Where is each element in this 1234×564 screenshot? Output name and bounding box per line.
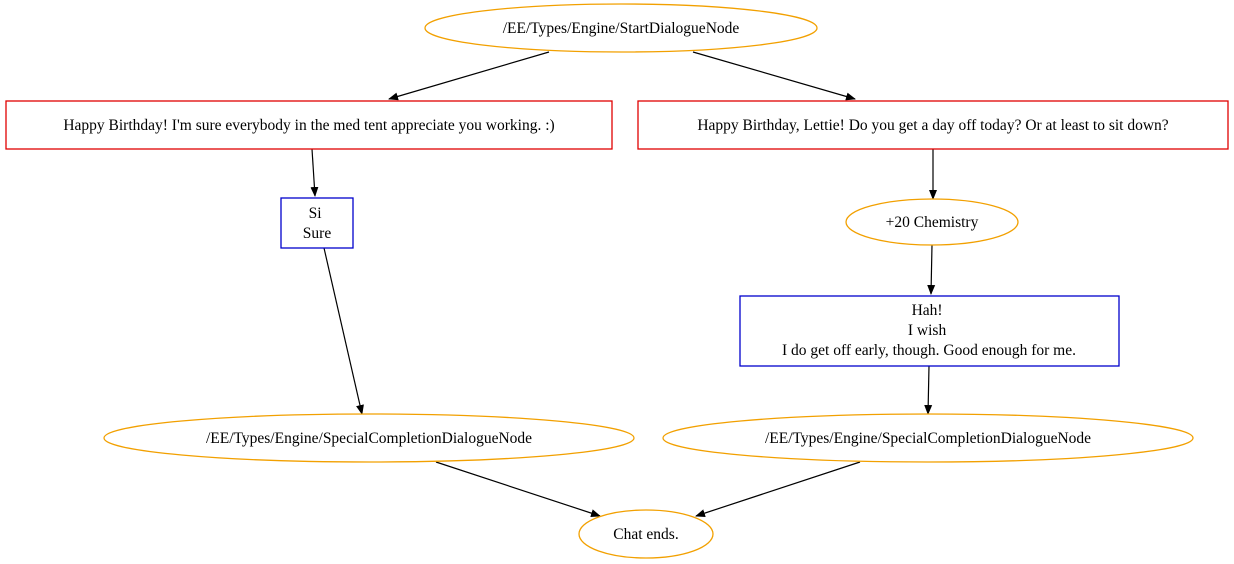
completion-left-node[interactable] [103, 413, 635, 463]
edge-choice-left-to-reply-left [310, 148, 319, 197]
end-node-label: Chat ends. [613, 526, 678, 543]
edge-completion-right-to-end [695, 461, 861, 517]
chemistry-node[interactable] [845, 198, 1019, 246]
completion-right-label: /EE/Types/Engine/SpecialCompletionDialog… [765, 430, 1091, 447]
choice-right-label: Happy Birthday, Lettie! Do you get a day… [697, 117, 1168, 134]
end-node[interactable] [578, 509, 714, 559]
choice-right-node[interactable] [637, 100, 1229, 150]
edge-completion-left-to-end [435, 461, 601, 517]
edge-chemistry-to-reply-right [927, 244, 936, 295]
node-labels: /EE/Types/Engine/StartDialogueNode Happy… [63, 20, 1168, 543]
edge-start-to-choice-left [388, 51, 550, 101]
choice-left-node[interactable] [5, 100, 613, 150]
reply-right-label: Hah! I wish I do get off early, though. … [782, 302, 1076, 359]
choice-left-label: Happy Birthday! I'm sure everybody in th… [63, 117, 554, 134]
reply-left-node[interactable] [280, 197, 354, 249]
start-node[interactable] [424, 3, 818, 53]
edge-start-to-choice-right [692, 51, 856, 101]
chemistry-label: +20 Chemistry [886, 214, 979, 231]
start-node-label: /EE/Types/Engine/StartDialogueNode [503, 20, 740, 37]
reply-left-label: Si Sure [303, 205, 332, 242]
edge-reply-right-to-completion-right [924, 365, 933, 415]
completion-right-node[interactable] [662, 413, 1194, 463]
edge-reply-left-to-completion-left [323, 247, 364, 415]
reply-right-node[interactable] [739, 295, 1120, 367]
node-shapes [5, 3, 1229, 559]
completion-left-label: /EE/Types/Engine/SpecialCompletionDialog… [206, 430, 532, 447]
edges [310, 51, 937, 517]
